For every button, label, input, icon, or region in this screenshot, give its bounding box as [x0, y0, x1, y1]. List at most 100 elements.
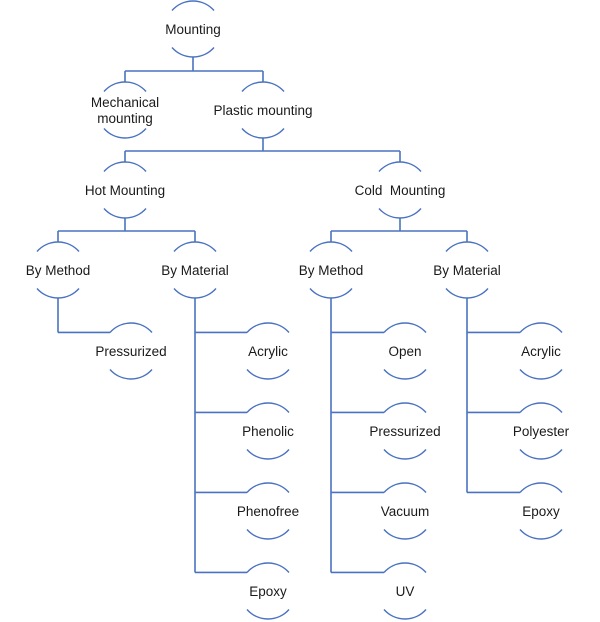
node-bottom-arc	[246, 449, 290, 460]
node-bottom-arc	[519, 449, 563, 460]
node-cold-method-open: Open	[383, 322, 427, 380]
node-hot-by-method: By Method	[26, 241, 91, 299]
node-hot-mounting: Hot Mounting	[85, 161, 165, 219]
node-bottom-arc	[241, 128, 285, 139]
node-cold-method-vacuum: Vacuum	[381, 482, 430, 540]
node-plastic-mounting: Plastic mounting	[213, 81, 313, 139]
node-top-arc	[378, 161, 422, 172]
node-label-line: Polyester	[513, 424, 570, 439]
node-label: Plastic mounting	[213, 103, 312, 118]
node-top-arc	[36, 241, 80, 252]
node-hot-by-material: By Material	[161, 241, 229, 299]
node-bottom-arc	[519, 529, 563, 540]
node-hot-material-acrylic: Acrylic	[246, 322, 290, 380]
node-top-arc	[246, 482, 290, 493]
node-label-line: By Material	[161, 263, 229, 278]
node-label-line: Phenolic	[242, 424, 294, 439]
node-label-line: UV	[396, 584, 415, 599]
node-top-arc	[246, 562, 290, 573]
node-bottom-arc	[246, 609, 290, 620]
node-cold-material-epoxy: Epoxy	[519, 482, 563, 540]
node-mounting: Mounting	[165, 0, 221, 58]
node-bottom-arc	[171, 47, 215, 58]
node-cold-method-uv: UV	[383, 562, 427, 620]
node-bottom-arc	[173, 288, 217, 299]
node-hot-method-pressurized: Pressurized	[95, 322, 167, 380]
node-top-arc	[383, 562, 427, 573]
node-top-arc	[246, 322, 290, 333]
node-label: UV	[396, 584, 415, 599]
node-bottom-arc	[383, 449, 427, 460]
node-label: Pressurized	[95, 344, 166, 359]
node-top-arc	[519, 402, 563, 413]
node-label-line: Hot Mounting	[85, 183, 165, 198]
node-top-arc	[519, 482, 563, 493]
node-label-line: Pressurized	[369, 424, 440, 439]
node-bottom-arc	[383, 369, 427, 380]
node-label-line: Pressurized	[95, 344, 166, 359]
node-bottom-arc	[519, 369, 563, 380]
node-label: Vacuum	[381, 504, 430, 519]
node-top-arc	[383, 322, 427, 333]
node-cold-material-polyester: Polyester	[513, 402, 570, 460]
node-top-arc	[383, 482, 427, 493]
node-label: Epoxy	[249, 584, 287, 599]
node-label: Hot Mounting	[85, 183, 165, 198]
node-bottom-arc	[109, 369, 153, 380]
node-top-arc	[309, 241, 353, 252]
node-label: Acrylic	[248, 344, 288, 359]
node-top-arc	[383, 402, 427, 413]
node-bottom-arc	[36, 288, 80, 299]
node-label-line: Acrylic	[248, 344, 288, 359]
node-top-arc	[171, 0, 215, 11]
node-bottom-arc	[383, 529, 427, 540]
node-bottom-arc	[246, 369, 290, 380]
node-top-arc	[246, 402, 290, 413]
node-bottom-arc	[246, 529, 290, 540]
node-cold-by-method: By Method	[299, 241, 364, 299]
node-top-arc	[241, 81, 285, 92]
node-label-line: By Method	[26, 263, 91, 278]
node-bottom-arc	[378, 208, 422, 219]
node-label: Phenolic	[242, 424, 294, 439]
node-label-line: Vacuum	[381, 504, 430, 519]
node-label-line: Mechanical	[91, 95, 159, 110]
node-bottom-arc	[103, 128, 147, 139]
node-label-line: By Method	[299, 263, 364, 278]
node-label-line: Acrylic	[521, 344, 561, 359]
node-bottom-arc	[383, 609, 427, 620]
node-cold-by-material: By Material	[433, 241, 501, 299]
node-label: Polyester	[513, 424, 570, 439]
node-cold-material-acrylic: Acrylic	[519, 322, 563, 380]
node-label: By Method	[26, 263, 91, 278]
node-label: By Material	[161, 263, 229, 278]
node-bottom-arc	[103, 208, 147, 219]
node-label: Acrylic	[521, 344, 561, 359]
node-label: Mounting	[165, 22, 221, 37]
node-hot-material-epoxy: Epoxy	[246, 562, 290, 620]
node-label: Epoxy	[522, 504, 560, 519]
node-label-line: By Material	[433, 263, 501, 278]
node-hot-material-phenofree: Phenofree	[237, 482, 299, 540]
node-top-arc	[173, 241, 217, 252]
node-label-line: Cold Mounting	[355, 183, 446, 198]
node-label-line: mounting	[97, 111, 153, 126]
node-top-arc	[103, 161, 147, 172]
node-label-line: Plastic mounting	[213, 103, 312, 118]
node-label-line: Phenofree	[237, 504, 299, 519]
node-label: Cold Mounting	[355, 183, 446, 198]
node-cold-mounting: Cold Mounting	[355, 161, 446, 219]
node-top-arc	[519, 322, 563, 333]
node-label: Pressurized	[369, 424, 440, 439]
node-label: Phenofree	[237, 504, 299, 519]
node-label-line: Epoxy	[249, 584, 287, 599]
node-top-arc	[109, 322, 153, 333]
node-label-line: Open	[388, 344, 421, 359]
connector-lines	[57, 57, 520, 574]
node-label: By Material	[433, 263, 501, 278]
node-hot-material-phenolic: Phenolic	[242, 402, 294, 460]
